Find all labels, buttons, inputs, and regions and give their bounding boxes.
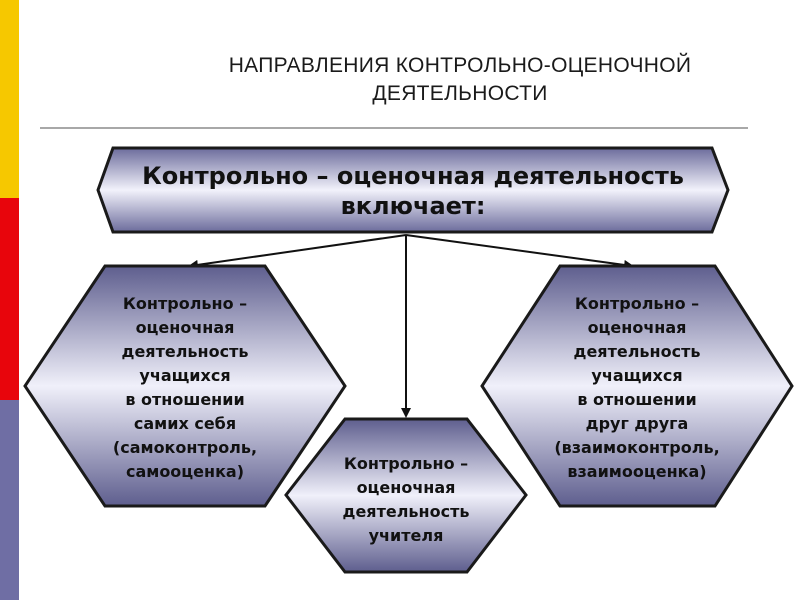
bottom-node-shape (284, 417, 528, 574)
left-node-line: в отношении (125, 390, 245, 409)
bottom-node-line: учителя (368, 526, 444, 545)
left-node-line: учащихся (139, 366, 231, 385)
right-node-line: взаимооценка) (567, 462, 707, 481)
arrow-to-left-node (188, 234, 407, 270)
left-accent-bar-blue (0, 400, 19, 600)
right-node-line: друг друга (585, 414, 689, 433)
right-node-line: учащихся (591, 366, 683, 385)
left-node-label: Контрольно – оценочная деятельность учащ… (82, 292, 288, 484)
top-node-label-line-2: включает: (340, 192, 486, 220)
right-node-line: деятельность (573, 342, 701, 361)
bottom-node-label: Контрольно – оценочная деятельность учит… (306, 452, 506, 548)
arrow-to-right-node (405, 234, 634, 270)
left-node-line: оценочная (135, 318, 235, 337)
right-node-line: Контрольно – (574, 294, 700, 313)
slide-title: НАПРАВЛЕНИЯ КОНТРОЛЬНО-ОЦЕНОЧНОЙ ДЕЯТЕЛЬ… (160, 52, 760, 108)
left-node-shape (23, 264, 347, 508)
title-divider (40, 127, 748, 129)
right-node-line: оценочная (587, 318, 687, 337)
right-node-line: в отношении (577, 390, 697, 409)
bottom-node-line: оценочная (356, 478, 456, 497)
slide-title-line-1: НАПРАВЛЕНИЯ КОНТРОЛЬНО-ОЦЕНОЧНОЙ (228, 54, 692, 77)
right-node-label: Контрольно – оценочная деятельность учащ… (530, 292, 744, 484)
top-node-label-line-1: Контрольно – оценочная деятельность (142, 162, 684, 190)
left-node-line: (самоконтроль, (112, 438, 258, 457)
left-node-line: самих себя (133, 414, 237, 433)
right-node-shape (480, 264, 794, 508)
left-node-line: деятельность (121, 342, 249, 361)
top-node-label: Контрольно – оценочная деятельность вклю… (100, 161, 726, 221)
slide-title-line-2: ДЕЯТЕЛЬНОСТИ (372, 82, 548, 105)
top-node-shape (96, 146, 730, 234)
bottom-node-line: деятельность (342, 502, 470, 521)
right-node-line: (взаимоконтроль, (554, 438, 720, 457)
left-accent-bar-red (0, 198, 19, 400)
left-node-line: самооценка) (125, 462, 245, 481)
left-node-line: Контрольно – (122, 294, 248, 313)
bottom-node-line: Контрольно – (343, 454, 469, 473)
left-accent-bar-yellow (0, 0, 19, 198)
